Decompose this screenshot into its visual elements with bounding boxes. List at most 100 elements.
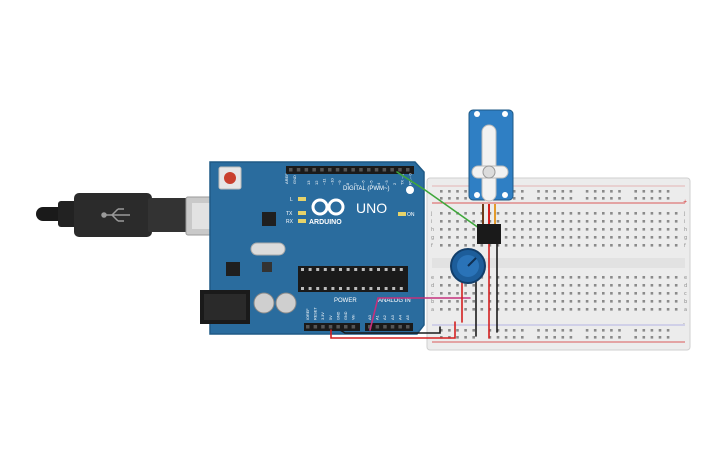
row-letter: h [684,227,687,233]
digital-pin-label: 12 [314,180,319,185]
row-letter: h [431,227,434,233]
led-tx-label: TX [286,211,293,217]
header-pin[interactable] [312,168,316,172]
digital-pin-label: 8 [345,182,350,185]
servo-connector [477,224,501,244]
row-letter: f [684,243,686,249]
center-channel [432,258,685,268]
header-pin[interactable] [296,168,301,172]
power-pin-label: GND [336,311,340,320]
wire-green-signal[interactable] [396,171,487,234]
usb-icon [101,208,130,222]
analog-pin-label: A5 [405,314,410,320]
header-pin[interactable] [289,168,293,172]
row-letter: a [431,307,434,313]
digital-header-label: DIGITAL (PWM~) [343,186,390,192]
header-pin[interactable] [382,168,387,172]
power-pin-label: GND [344,311,348,320]
led-rx [298,219,306,223]
digital-pin-label: TX→1 [400,173,405,185]
servo-motor[interactable] [468,109,514,244]
digital-pin-label: 7 [353,182,358,185]
header-pin[interactable] [335,168,340,172]
header-pin[interactable] [398,168,402,172]
microcontroller-chip [298,266,408,292]
analog-header-label: ANALOG IN [378,298,411,304]
digital-pin-label: ~5 [368,180,373,185]
row-letter: e [431,275,434,281]
on-label: ON [407,212,415,218]
digital-header [286,166,414,174]
header-pin[interactable] [406,168,410,172]
arduino-uno-board[interactable]: DIGITAL (PWM~) AREF GND L TX RX ARDUINO … [200,161,425,335]
wire-magenta-analog[interactable] [369,297,471,331]
header-pin[interactable] [351,168,355,172]
row-letter: g [431,235,434,241]
capacitor [253,292,275,314]
row-letter: i [684,219,685,225]
row-letter: d [431,283,434,289]
rail-plus-label: + [683,199,687,205]
row-letter: a [684,307,687,313]
dc-power-jack[interactable] [200,290,250,324]
regulator [226,262,240,276]
header-pin[interactable] [304,168,309,172]
header-pin[interactable] [359,168,363,172]
row-letter: c [431,291,434,297]
analog-pin-label: A2 [382,314,387,320]
digital-pin-label: 13 [306,180,311,185]
on-led [398,212,406,216]
header-pin[interactable] [390,168,394,172]
capacitor [275,292,297,314]
digital-pin-label: ~6 [361,180,366,185]
header-pin[interactable] [343,168,348,172]
reset-button[interactable] [218,166,242,190]
digital-pin-label: 4 [376,182,381,185]
power-pin-label: 3.3V [321,312,325,320]
digital-pin-label: RX←0 [407,172,412,185]
header-pin[interactable] [328,168,332,172]
row-letter: d [684,283,687,289]
row-letter: i [431,219,432,225]
power-pin-label: 5V [329,315,333,320]
header-pin[interactable] [374,168,379,172]
row-letter: g [684,235,687,241]
row-letter: b [684,299,687,305]
crystal-oscillator [250,242,286,256]
digital-pin-label: ~10 [329,177,334,185]
row-letter: e [684,275,687,281]
row-letter: c [684,291,687,297]
power-pin-label: Vin [352,315,356,320]
potentiometer[interactable] [450,248,486,284]
analog-pin-label: A4 [397,314,402,320]
led-rx-label: RX [286,219,294,225]
wire-black-gnd[interactable] [339,326,441,334]
digital-pin-label: 2 [392,182,397,185]
servo-horn[interactable] [471,124,509,202]
analog-header [365,323,413,331]
brand-label: ARDUINO [309,219,342,226]
arduino-logo-icon [311,198,345,216]
row-letter: j [683,211,685,217]
usb-chip [262,212,276,226]
digital-pin-label: ~3 [384,180,389,185]
row-letter: f [431,243,433,249]
rail-minus-label: - [683,321,685,327]
wires [330,171,498,339]
power-pin-label: RESET [314,307,318,320]
row-letter: j [430,211,432,217]
header-pin[interactable] [367,168,371,172]
mounting-hole [406,186,414,194]
power-header-label: POWER [334,298,357,304]
led-l [298,197,306,201]
gnd-label: GND [292,175,297,184]
aref-label: AREF [284,173,289,184]
header-pin[interactable] [320,168,324,172]
digital-pin-label: ~11 [322,178,327,185]
digital-pin-label: ~9 [337,180,342,185]
analog-pin-label: A1 [375,314,380,320]
power-pin-label: IOREF [306,308,310,320]
wire-red-5v[interactable] [330,321,456,339]
